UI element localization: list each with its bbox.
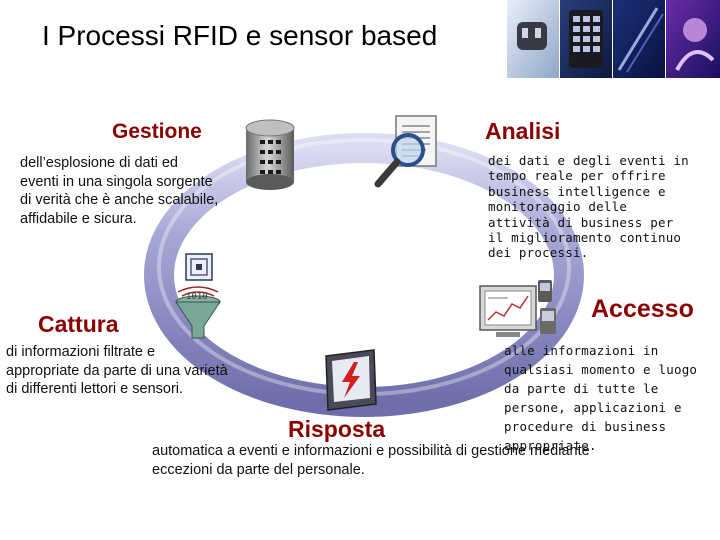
header-photo-strip bbox=[507, 0, 720, 78]
analisi-heading: Analisi bbox=[485, 118, 561, 144]
cattura-description: di informazioni filtrate e appropriate d… bbox=[6, 344, 228, 397]
gestione-description: dell’esplosione di dati ed eventi in una… bbox=[20, 155, 219, 227]
accesso-heading: Accesso bbox=[591, 295, 694, 323]
alert-monitor-icon bbox=[320, 348, 382, 416]
magnifier-document-icon bbox=[370, 112, 444, 192]
slide-title: I Processi RFID e sensor based bbox=[42, 20, 438, 51]
risposta-description: automatica a eventi e informazioni e pos… bbox=[152, 443, 590, 478]
rfid-sensor-funnel-icon bbox=[172, 252, 224, 342]
binary-label: 1010 bbox=[186, 292, 208, 302]
computer-devices-icon bbox=[478, 276, 560, 346]
database-icon bbox=[242, 118, 298, 192]
accesso-description: alle informazioni in qualsiasi momento e… bbox=[504, 343, 698, 453]
risposta-heading: Risposta bbox=[288, 416, 386, 442]
cattura-heading: Cattura bbox=[38, 311, 119, 337]
gestione-heading: Gestione bbox=[112, 120, 202, 143]
analisi-description: dei dati e degli eventi in tempo reale p… bbox=[488, 153, 689, 261]
